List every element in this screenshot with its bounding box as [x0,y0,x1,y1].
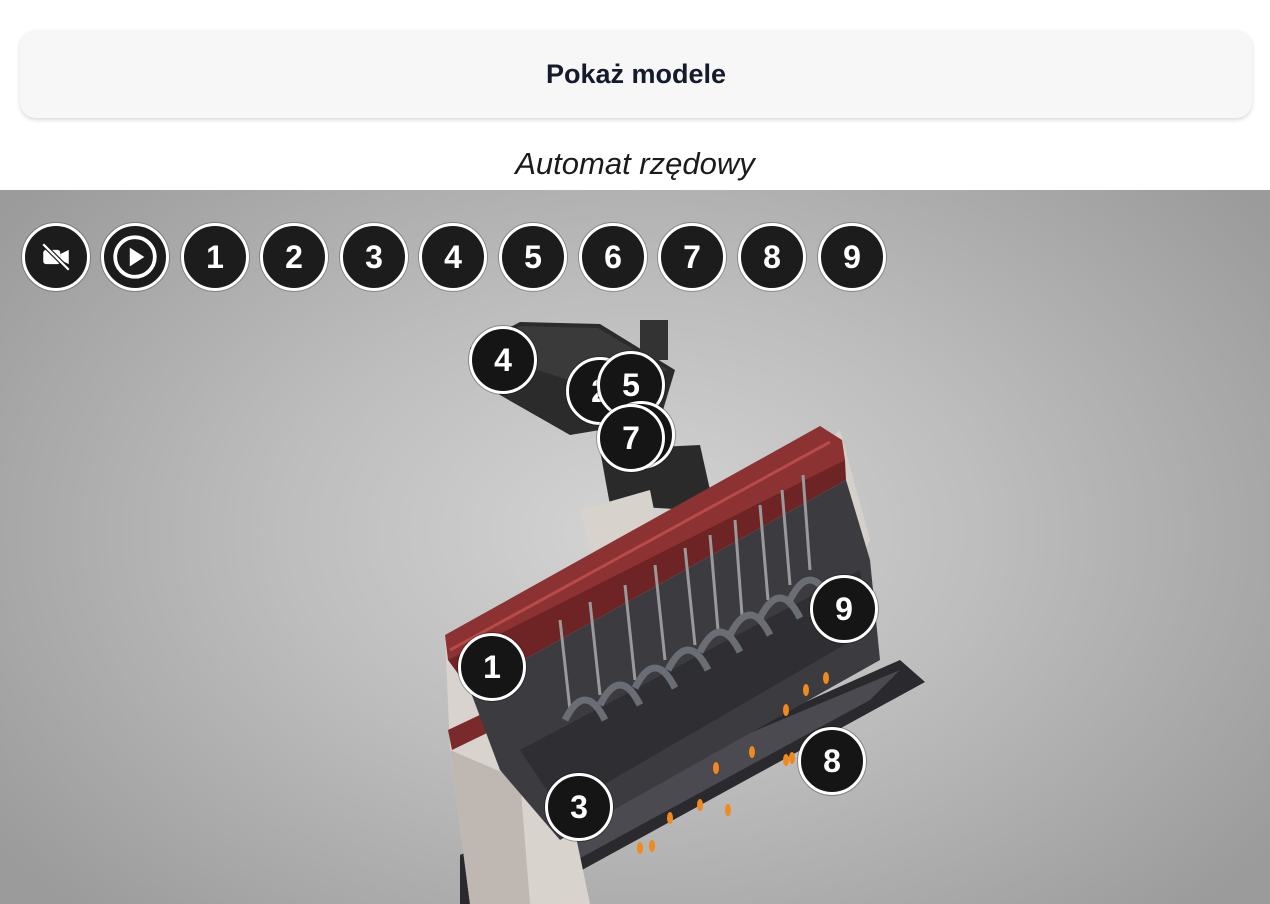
show-models-button[interactable]: Pokaż modele [20,30,1252,118]
step-button-8[interactable]: 8 [738,223,806,291]
step-button-5[interactable]: 5 [499,223,567,291]
play-button[interactable] [101,223,169,291]
step-button-1[interactable]: 1 [181,223,249,291]
hotspot-7[interactable]: 7 [597,404,665,472]
play-icon [110,232,160,282]
step-button-7[interactable]: 7 [658,223,726,291]
machine-3d-model[interactable] [0,190,1270,904]
hotspot-9[interactable]: 9 [810,575,878,643]
model-title: Automat rzędowy [515,146,755,181]
hotspot-8[interactable]: 8 [798,727,866,795]
model-viewer[interactable]: 1 2 3 4 5 6 7 8 9 4 2 5 6 7 9 1 8 3 [0,190,1270,904]
camera-off-icon [39,240,73,274]
step-button-9[interactable]: 9 [818,223,886,291]
camera-toggle-button[interactable] [22,223,90,291]
step-button-2[interactable]: 2 [260,223,328,291]
hotspot-3[interactable]: 3 [545,773,613,841]
step-button-6[interactable]: 6 [579,223,647,291]
step-button-4[interactable]: 4 [419,223,487,291]
hotspot-4[interactable]: 4 [469,326,537,394]
hotspot-1[interactable]: 1 [458,633,526,701]
step-button-3[interactable]: 3 [340,223,408,291]
